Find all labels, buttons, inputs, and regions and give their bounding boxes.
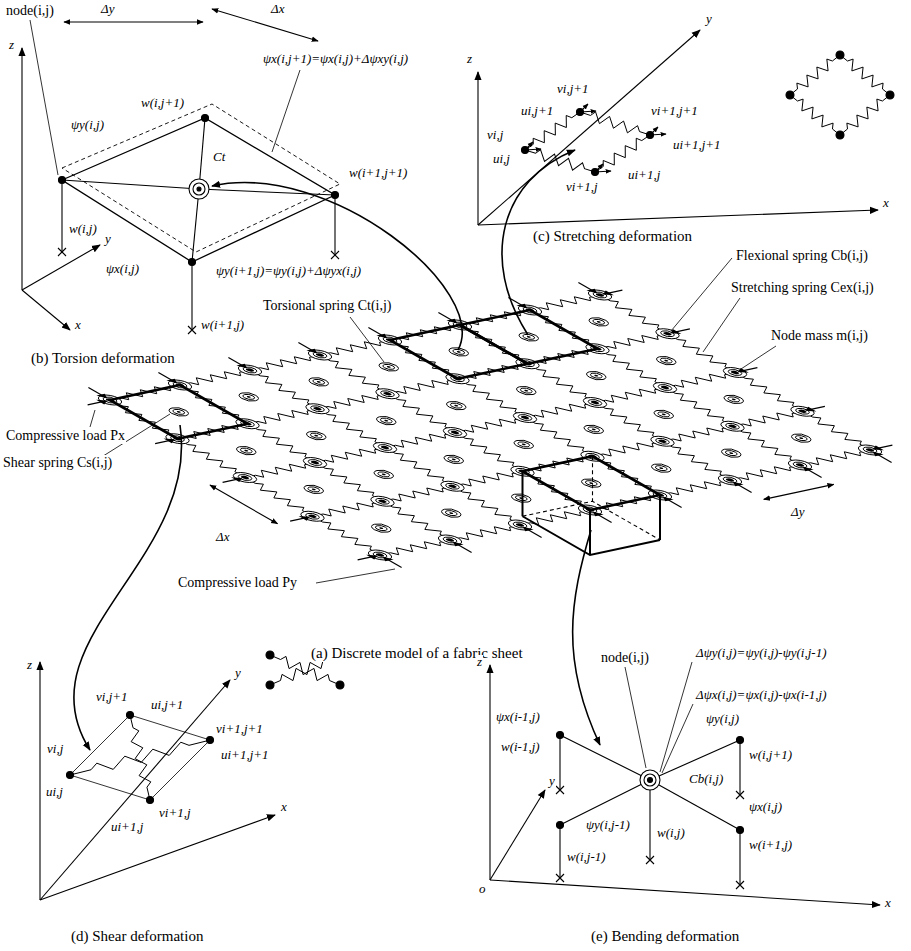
math-label: vi+1,j+1 (215, 722, 264, 737)
node-label: node(i,j) (5, 3, 55, 19)
panel-caption: (c) Stretching deformation (532, 228, 693, 245)
math-label: ui+1,j (110, 820, 144, 835)
math-label: ui,j (492, 152, 511, 167)
panel-caption: (e) Bending deformation (590, 928, 740, 945)
component-label: Compressive load Py (177, 575, 298, 591)
component-label: Torsional spring Ct(i,j) (262, 298, 393, 314)
math-label: ui,j+1 (150, 698, 184, 713)
math-label: w(i+1,j+1) (348, 166, 408, 181)
math-label: w(i,j+1) (140, 96, 185, 111)
math-label: vi+1,j+1 (650, 104, 699, 119)
panel-caption: (d) Shear deformation (70, 928, 204, 945)
math-label: ψy(i,j-1) (585, 818, 631, 833)
shear-panel (40, 650, 344, 900)
math-label: Δx (270, 2, 285, 17)
sheet-annotations (74, 150, 834, 750)
math-label: x (882, 196, 890, 211)
math-label: w(i+1,j) (748, 838, 793, 853)
math-label: vi,j+1 (95, 690, 129, 705)
math-label: Cb(i,j) (688, 772, 724, 787)
math-label: z (26, 658, 33, 673)
node-label: node(i,j) (600, 650, 650, 666)
math-label: y (705, 12, 713, 27)
math-label: Ct (212, 150, 226, 165)
bending-panel (490, 662, 880, 905)
stretching-panel (478, 30, 894, 225)
math-label: y (548, 774, 556, 789)
math-label: Δy (100, 2, 115, 17)
math-label: ψy(i+1,j)=ψy(i,j)+Δψyx(i,j) (215, 264, 362, 279)
component-label: Shear spring Cs(i,j) (2, 455, 113, 471)
component-label: Compressive load Px (5, 428, 126, 444)
math-label: y (234, 666, 242, 681)
math-label: x (884, 896, 892, 911)
component-label: Node mass m(i,j) (770, 328, 869, 344)
math-label: ui+1,j (627, 168, 661, 183)
math-label: vi+1,j (565, 180, 599, 195)
math-label: ui,j (45, 785, 64, 800)
math-label: ψx(i,j+1)=ψx(i,j)+Δψxy(i,j) (262, 52, 409, 67)
math-label: Δψy(i,j)=ψy(i,j)-ψy(i,j-1) (695, 646, 828, 661)
fabric-sheet-model (66, 278, 911, 572)
math-label: z (476, 655, 483, 670)
math-label: ui+1,j+1 (220, 748, 270, 763)
math-label: ψx(i,j) (748, 800, 783, 815)
math-label: w(i-1,j) (500, 740, 541, 755)
math-label: w(i,j) (656, 826, 686, 841)
panel-caption: (a) Discrete model of a fabric sheet (310, 645, 524, 662)
math-label: w(i,j+1) (748, 748, 793, 763)
math-label: w(i,j) (68, 222, 98, 237)
math-label: Δx (215, 530, 230, 545)
math-label: x (280, 800, 288, 815)
math-label: z (8, 38, 15, 53)
math-label: vi,j+1 (556, 82, 590, 97)
math-label: ui,j+1 (520, 104, 554, 119)
math-label: y (104, 232, 112, 247)
math-label: vi,j (486, 128, 504, 143)
math-label: Δy (790, 505, 805, 520)
math-label: x (74, 318, 82, 333)
component-label: Stretching spring Cex(i,j) (730, 280, 875, 296)
math-label: ui+1,j+1 (672, 138, 722, 153)
component-label: Flexional spring Cb(i,j) (735, 248, 869, 264)
math-label: ψx(i-1,j) (495, 710, 541, 725)
math-label: o (478, 882, 487, 897)
math-label: ψy(i,j) (70, 118, 105, 133)
math-label: w(i,j-1) (566, 850, 607, 865)
math-label: ψy(i,j) (705, 712, 740, 727)
math-label: z (466, 52, 473, 67)
math-label: Δψx(i,j)=ψx(i,j)-ψx(i-1,j) (695, 688, 828, 703)
math-label: vi,j (46, 742, 64, 757)
math-label: w(i+1,j) (200, 318, 245, 333)
math-label: ψx(i,j) (105, 262, 140, 277)
math-label: vi+1,j (158, 806, 192, 821)
panel-caption: (b) Torsion deformation (30, 350, 176, 367)
